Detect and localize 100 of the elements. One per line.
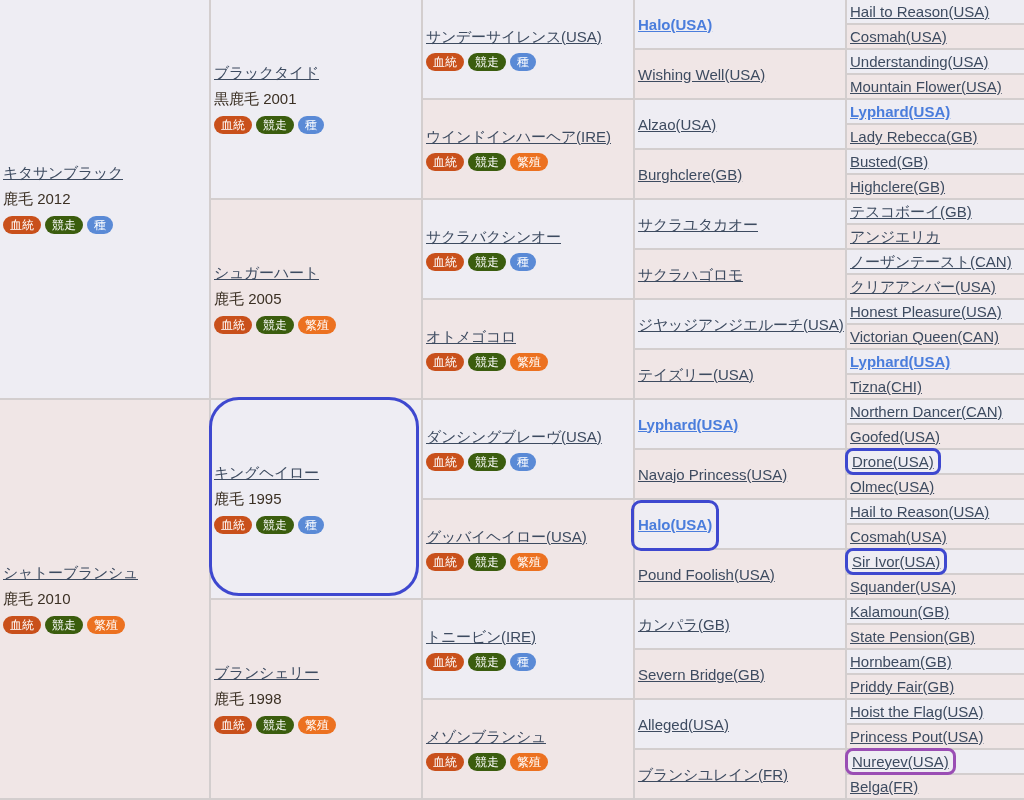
pedigree-tag: 血統	[426, 652, 464, 671]
pedigree-cell	[635, 0, 847, 50]
pedigree-cell	[635, 200, 847, 250]
pedigree-cell	[423, 500, 635, 600]
pedigree-cell	[847, 175, 1024, 200]
pedigree-cell	[423, 700, 635, 800]
horse-name-link: Tizna(CHI)	[850, 378, 922, 395]
pedigree-cell	[847, 50, 1024, 75]
pedigree-cell	[847, 75, 1024, 100]
broodmare-tag: 繁殖	[510, 752, 548, 771]
pedigree-cell	[0, 0, 211, 400]
horse-name-link: Hail to Reason(USA)	[850, 503, 990, 520]
horse-name-link: Halo(USA)	[638, 15, 713, 33]
pedigree-cell	[847, 775, 1024, 800]
racing-tag: 競走	[256, 516, 294, 534]
pedigree-cell	[847, 600, 1024, 625]
horse-name-link: Honest Pleasure(USA)	[850, 303, 1002, 320]
pedigree-cell	[847, 300, 1024, 325]
pedigree-cell	[847, 125, 1024, 150]
coat-year-text: 鹿毛 2012	[3, 190, 71, 208]
pedigree-cell	[0, 400, 211, 800]
horse-name-link: Victorian Queen(CAN)	[850, 328, 999, 345]
horse-name-link: ブランシェリー	[214, 664, 319, 681]
horse-name-link: Navajo Princess(USA)	[638, 465, 788, 483]
pedigree-cell	[847, 400, 1024, 425]
pedigree-cell	[847, 700, 1024, 725]
pedigree-cell	[635, 50, 847, 100]
horse-name-link: Hoist the Flag(USA)	[850, 703, 984, 720]
pedigree-tag: 血統	[3, 616, 41, 634]
pedigree-tag: 血統	[426, 752, 464, 771]
pedigree-cell	[847, 650, 1024, 675]
pedigree-tag: 血統	[426, 252, 464, 271]
horse-name-link: キタサンブラック	[3, 164, 123, 181]
horse-name-link: サクラバクシンオー	[426, 227, 561, 245]
stallion-tag: 種	[298, 116, 324, 134]
pedigree-cell	[635, 450, 847, 500]
pedigree-tag: 血統	[426, 352, 464, 371]
horse-name-link: Hornbeam(GB)	[850, 653, 952, 670]
pedigree-cell	[847, 625, 1024, 650]
stallion-tag: 種	[510, 452, 536, 471]
pedigree-cell	[847, 250, 1024, 275]
pedigree-cell	[847, 150, 1024, 175]
racing-tag: 競走	[45, 216, 83, 234]
coat-year-text: 鹿毛 2005	[214, 290, 282, 308]
pedigree-tag: 血統	[214, 716, 252, 734]
horse-name-link: Squander(USA)	[850, 578, 956, 595]
racing-tag: 競走	[468, 752, 506, 771]
pedigree-cell	[847, 325, 1024, 350]
pedigree-cell	[847, 275, 1024, 300]
broodmare-tag: 繁殖	[298, 316, 336, 334]
pedigree-cell	[423, 200, 635, 300]
pedigree-cell	[423, 600, 635, 700]
pedigree-cell	[635, 400, 847, 450]
racing-tag: 競走	[468, 452, 506, 471]
horse-name-link: Cosmah(USA)	[850, 28, 947, 45]
horse-name-link: テイズリー(USA)	[638, 365, 754, 383]
coat-year-text: 鹿毛 1995	[214, 490, 282, 508]
horse-name-link: Alzao(USA)	[638, 115, 717, 133]
pedigree-cell	[635, 700, 847, 750]
pedigree-cell	[635, 550, 847, 600]
horse-name-link: アンジエリカ	[850, 228, 940, 245]
pedigree-cell	[847, 375, 1024, 400]
horse-name-link: テスコボーイ(GB)	[850, 203, 972, 220]
horse-name-link: Wishing Well(USA)	[638, 65, 766, 83]
horse-name-link: メゾンブランシュ	[426, 727, 546, 745]
horse-name-link: サクラユタカオー	[638, 215, 758, 233]
pedigree-cell	[847, 100, 1024, 125]
pedigree-cell	[635, 100, 847, 150]
horse-name-link: Severn Bridge(GB)	[638, 665, 765, 683]
stallion-tag: 種	[510, 652, 536, 671]
horse-name-link: カンパラ(GB)	[638, 615, 730, 633]
pedigree-tag: 血統	[426, 52, 464, 71]
horse-name-link: State Pension(GB)	[850, 628, 976, 645]
horse-name-link: Highclere(GB)	[850, 178, 946, 195]
pedigree-tag: 血統	[214, 116, 252, 134]
pedigree-cell	[635, 600, 847, 650]
racing-tag: 競走	[468, 152, 506, 171]
horse-name-link: Busted(GB)	[850, 153, 929, 170]
broodmare-tag: 繁殖	[87, 616, 125, 634]
racing-tag: 競走	[256, 716, 294, 734]
horse-name-link: Lyphard(USA)	[850, 353, 951, 370]
racing-tag: 競走	[468, 52, 506, 71]
horse-name-link: Cosmah(USA)	[850, 528, 947, 545]
racing-tag: 競走	[45, 616, 83, 634]
stallion-tag: 種	[87, 216, 113, 234]
horse-name-link: Belga(FR)	[850, 778, 919, 795]
horse-name-link: Halo(USA)	[638, 515, 713, 533]
pedigree-tag: 血統	[426, 452, 464, 471]
horse-name-link: ジヤッジアンジエルーチ(USA)	[638, 315, 844, 333]
racing-tag: 競走	[256, 316, 294, 334]
pedigree-cell	[847, 575, 1024, 600]
broodmare-tag: 繁殖	[510, 352, 548, 371]
horse-name-link: Lady Rebecca(GB)	[850, 128, 978, 145]
pedigree-cell	[847, 425, 1024, 450]
pedigree-cell	[847, 675, 1024, 700]
pedigree-cell	[847, 25, 1024, 50]
horse-name-link: グッバイヘイロー(USA)	[426, 527, 587, 545]
pedigree-cell	[635, 150, 847, 200]
horse-name-link: ダンシングブレーヴ(USA)	[426, 427, 602, 445]
horse-name-link: クリアアンバー(USA)	[850, 278, 996, 295]
